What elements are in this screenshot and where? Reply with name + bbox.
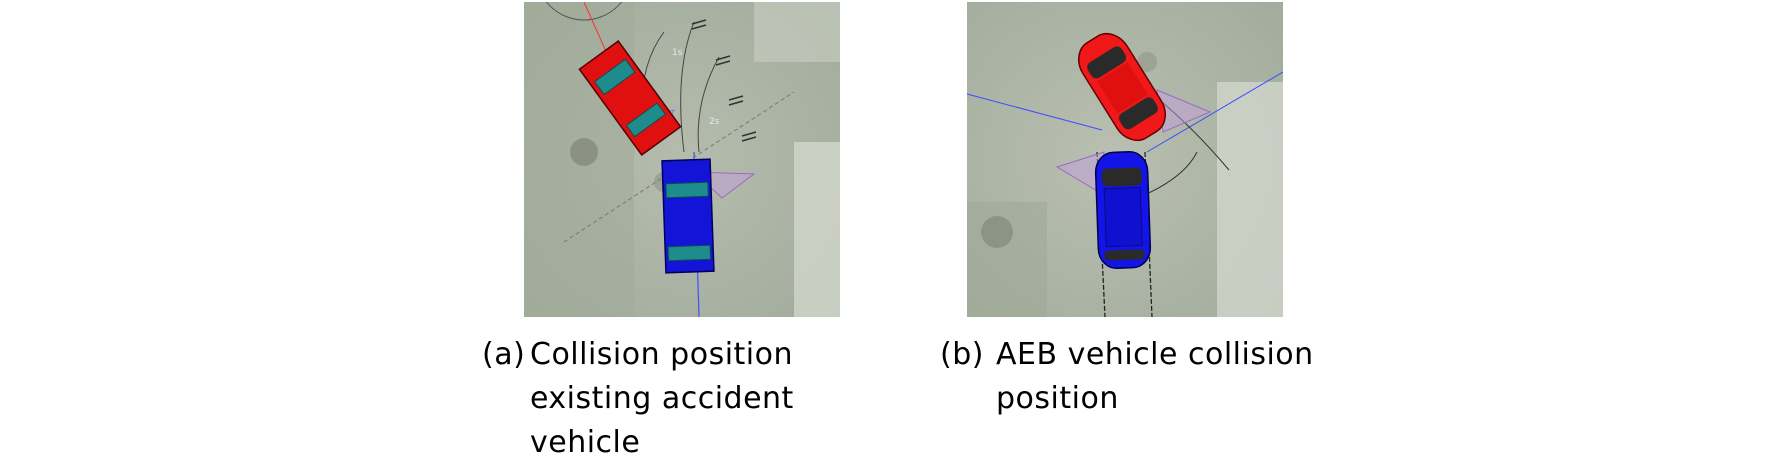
trajectory-curve	[680, 21, 695, 153]
wheel-track	[1096, 151, 1106, 317]
rear-window	[625, 102, 667, 138]
windshield	[1087, 46, 1127, 79]
guide-line	[563, 91, 795, 243]
caption-a: (a) Collision position existing accident…	[482, 333, 902, 460]
tick-marks	[691, 19, 757, 142]
building-block	[794, 142, 840, 317]
blue-guide-line	[967, 93, 1103, 131]
rear-window	[1118, 97, 1158, 130]
reference-arc	[545, 2, 623, 21]
caption-b-text: AEB vehicle collision position	[996, 337, 1314, 416]
caption-b: (b) AEB vehicle collision position	[940, 333, 1340, 423]
caption-a-text: Collision position existing accident veh…	[530, 337, 794, 460]
wheel-track	[1144, 151, 1153, 317]
trajectory-curve	[697, 56, 720, 153]
blue-vehicle	[661, 158, 715, 274]
caption-a-label: (a)	[482, 337, 526, 372]
building-block	[1217, 82, 1283, 317]
windshield	[1101, 167, 1142, 187]
blue-guide-line	[1146, 71, 1283, 153]
time-mark-1s: 1s	[672, 48, 683, 58]
rear-window	[1104, 249, 1145, 261]
figure-panel-a: 1s 2s	[524, 2, 840, 317]
panel-b-scene	[967, 2, 1283, 317]
panel-a-scene: 1s 2s	[524, 2, 840, 317]
time-mark-2s: 2s	[709, 117, 720, 127]
trajectory-curve	[1161, 101, 1230, 171]
blue-vehicle	[1094, 150, 1152, 270]
windshield	[665, 181, 709, 199]
figure-panel-b	[967, 2, 1283, 317]
rear-window	[667, 244, 712, 262]
red-vehicle	[578, 39, 682, 157]
red-vehicle	[1078, 32, 1166, 142]
windshield	[593, 58, 636, 96]
caption-b-label: (b)	[940, 337, 984, 372]
